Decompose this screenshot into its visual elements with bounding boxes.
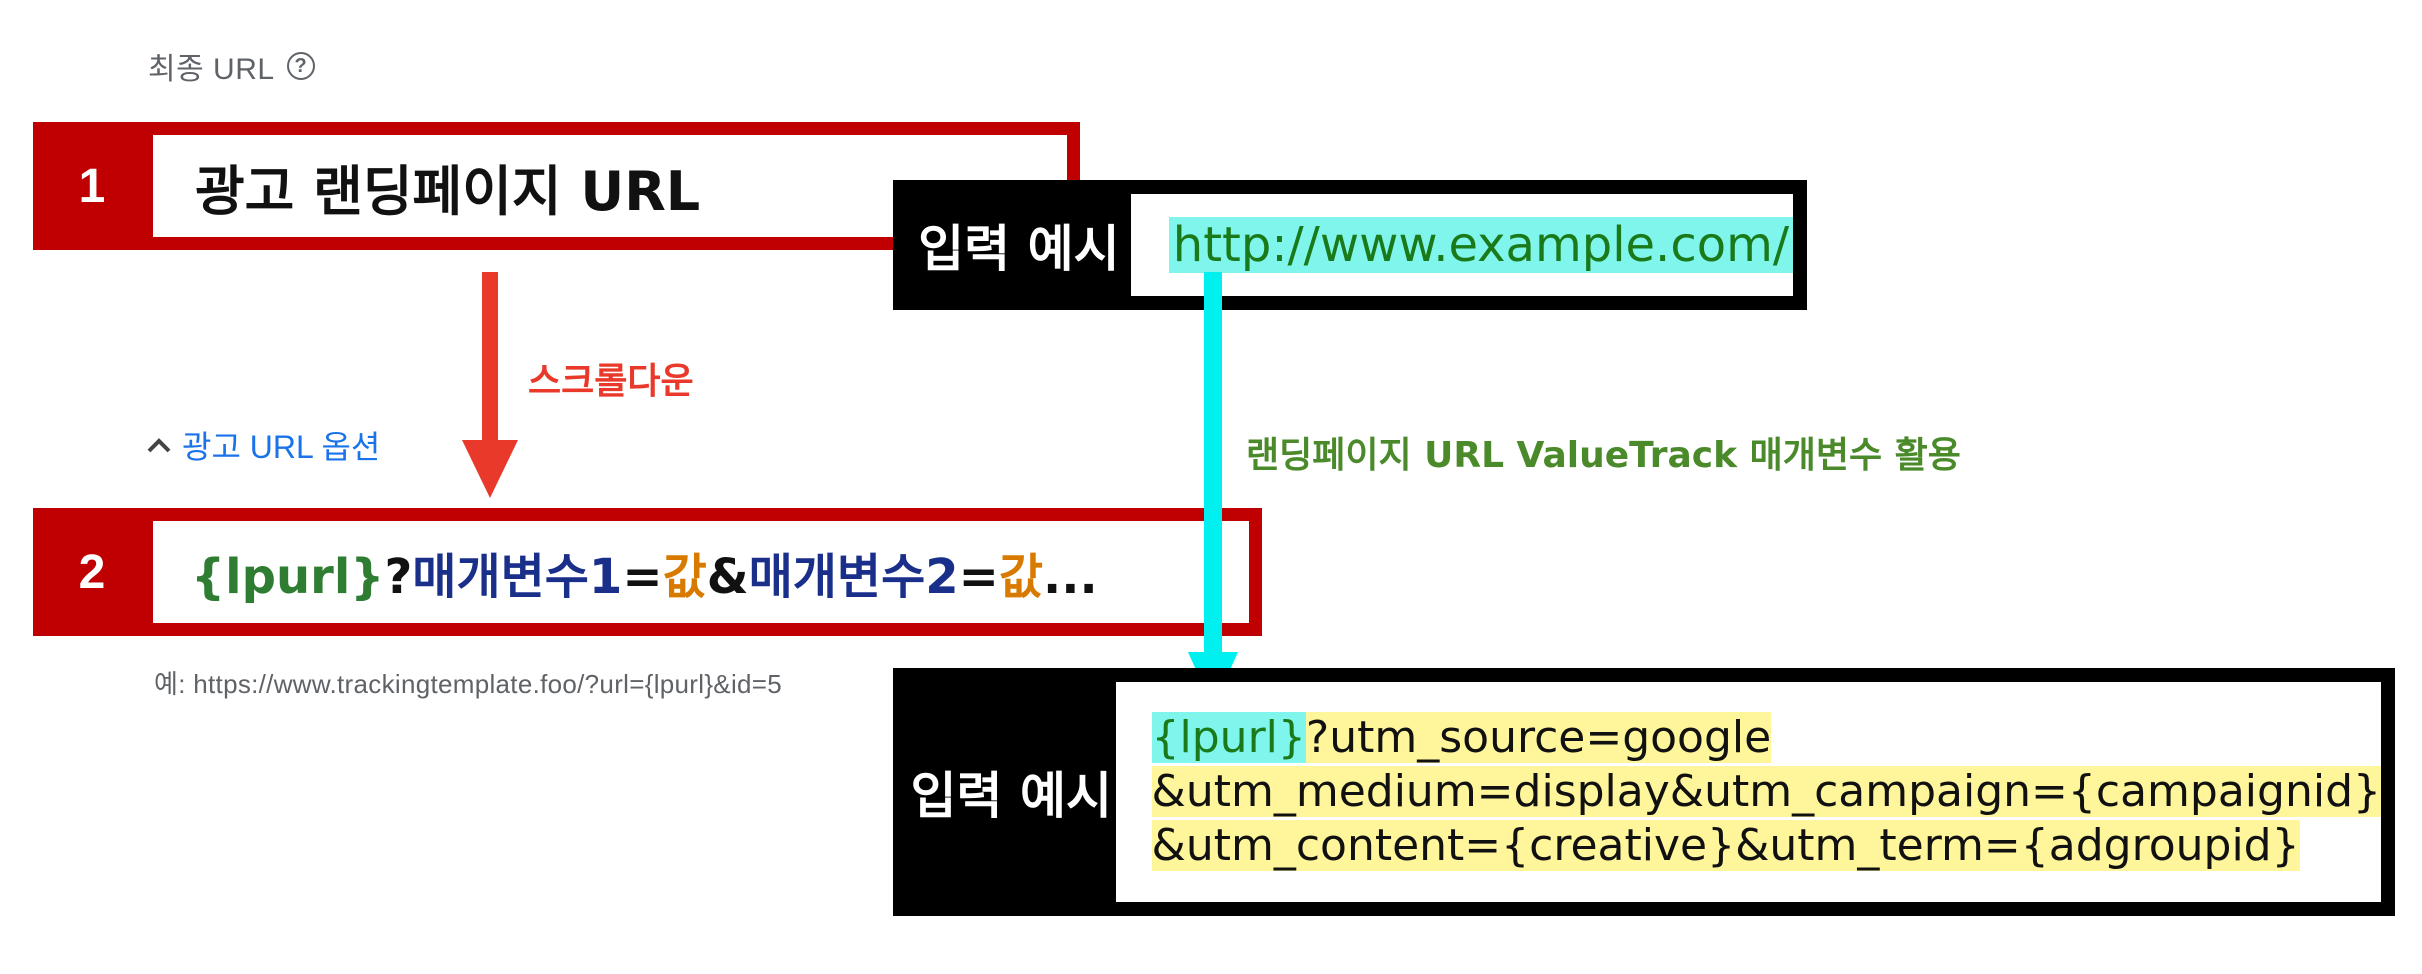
query-mark: ? <box>384 549 413 605</box>
landing-page-url-title: 광고 랜딩페이지 URL <box>195 159 701 223</box>
utm-content-term-text: &utm_content={creative}&utm_term={adgrou… <box>1151 820 2300 871</box>
step-2-badge: 2 <box>33 508 151 636</box>
lpurl-token: {lpurl} <box>191 549 385 605</box>
ad-url-options-label: 광고 URL 옵션 <box>182 429 381 465</box>
input-example-box-2: 입력 예시 {lpurl}?utm_source=google &utm_med… <box>893 668 2395 916</box>
valuetrack-label: 랜딩페이지 URL ValueTrack 매개변수 활용 <box>1246 435 1961 476</box>
lpurl-highlight: {lpurl} <box>1151 712 1306 763</box>
final-url-label-text: 최종 URL <box>148 53 275 86</box>
ampersand: & <box>706 549 749 605</box>
valuetrack-arrow-icon <box>1188 272 1238 708</box>
tracking-template-format: {lpurl}?매개변수1=값&매개변수2=값... <box>191 537 1098 607</box>
utm-source-text: ?utm_source=google <box>1305 712 1772 763</box>
final-url-label: 최종 URL ? <box>148 44 315 88</box>
equals-2: = <box>958 549 999 605</box>
scroll-down-label: 스크롤다운 <box>528 361 694 402</box>
example-url: http://www.example.com/ <box>1168 217 1793 273</box>
chevron-up-icon <box>147 438 171 453</box>
value1-token: 값 <box>662 549 707 605</box>
utm-medium-campaign-text: &utm_medium=display&utm_campaign={campai… <box>1151 766 2381 817</box>
input-example-box-1: 입력 예시 http://www.example.com/ <box>893 180 1807 310</box>
scroll-down-arrow-icon <box>462 272 518 498</box>
input-example-label-1: 입력 예시 <box>918 220 1120 278</box>
tracking-line-2: &utm_medium=display&utm_campaign={campai… <box>1151 765 2381 819</box>
help-circle-icon[interactable]: ? <box>286 52 315 80</box>
input-example-value-2: {lpurl}?utm_source=google &utm_medium=di… <box>1115 682 2381 902</box>
tracking-line-1: {lpurl}?utm_source=google <box>1151 711 1772 765</box>
tracking-line-3: &utm_content={creative}&utm_term={adgrou… <box>1151 819 2300 873</box>
example-helper-text: 예: https://www.trackingtemplate.foo/?url… <box>154 669 783 699</box>
value2-token: 값 <box>998 549 1044 605</box>
input-example-label-2: 입력 예시 <box>910 767 1112 825</box>
tracking-template-box: {lpurl}?매개변수1=값&매개변수2=값... <box>140 508 1262 636</box>
equals-1: = <box>622 549 663 605</box>
ad-url-options-toggle[interactable]: 광고 URL 옵션 <box>146 422 380 468</box>
param1-token: 매개변수1 <box>412 549 623 605</box>
step-1-badge: 1 <box>33 122 151 250</box>
ellipsis: ... <box>1043 549 1098 605</box>
input-example-value-1: http://www.example.com/ <box>1130 194 1793 296</box>
param2-token: 매개변수2 <box>748 549 959 605</box>
